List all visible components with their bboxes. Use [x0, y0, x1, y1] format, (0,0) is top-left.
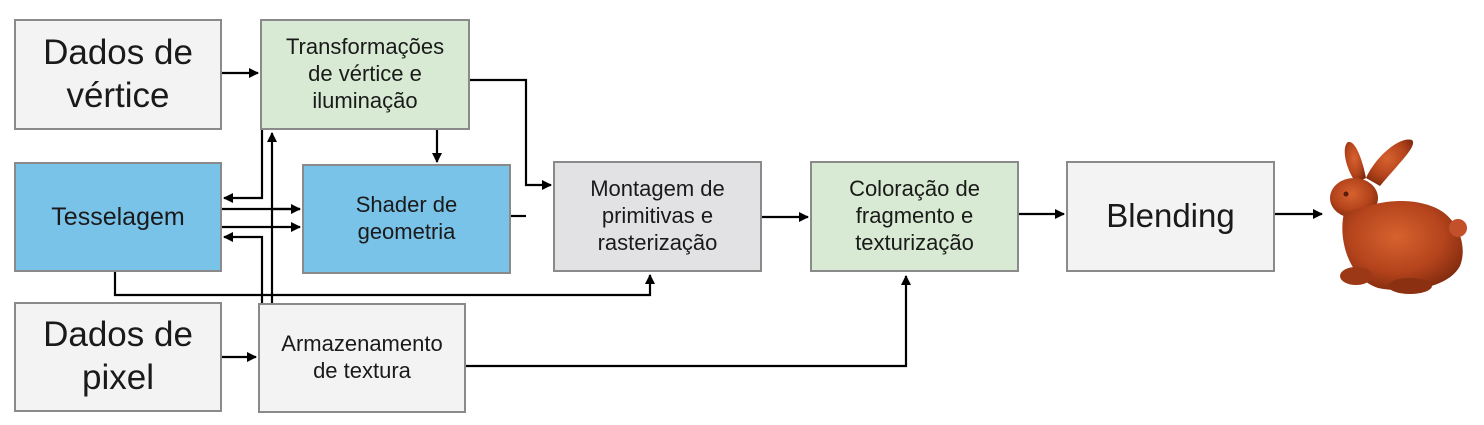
tessellation-label: Tesselagem: [51, 202, 185, 231]
fragment-coloring-box: Coloração de fragmento e texturização: [810, 161, 1019, 272]
vertex-data-label: Dados de vértice: [43, 32, 193, 115]
vertex-transform-box: Transformações de vértice e iluminação: [260, 19, 470, 130]
primitive-assembly-label: Montagem de primitivas e rasterização: [590, 176, 725, 255]
blending-label: Blending: [1106, 197, 1235, 235]
tessellation-box: Tesselagem: [14, 162, 222, 272]
geometry-shader-box: Shader de geometria: [302, 164, 511, 274]
arrow-tessellation-to-assembly: [113, 272, 655, 297]
blending-box: Blending: [1066, 161, 1275, 272]
vertex-data-box: Dados de vértice: [14, 19, 222, 130]
pixel-data-box: Dados de pixel: [14, 302, 222, 412]
arrow-texture-to-fragment: [466, 275, 911, 368]
arrow-transform-to-assembly: [470, 78, 552, 190]
vertex-transform-label: Transformações de vértice e iluminação: [285, 34, 445, 113]
pixel-data-label: Dados de pixel: [43, 315, 193, 397]
fragment-coloring-label: Coloração de fragmento e texturização: [849, 176, 980, 255]
arrow-texture-to-tessellation: [223, 232, 264, 305]
geometry-shader-label: Shader de geometria: [355, 192, 458, 244]
stanford-bunny-icon: [1330, 139, 1467, 294]
texture-storage-label: Armazenamento de textura: [281, 331, 443, 383]
primitive-assembly-box: Montagem de primitivas e rasterização: [553, 161, 762, 272]
texture-storage-box: Armazenamento de textura: [258, 303, 466, 413]
arrow-transform-to-tessellation: [223, 130, 264, 203]
